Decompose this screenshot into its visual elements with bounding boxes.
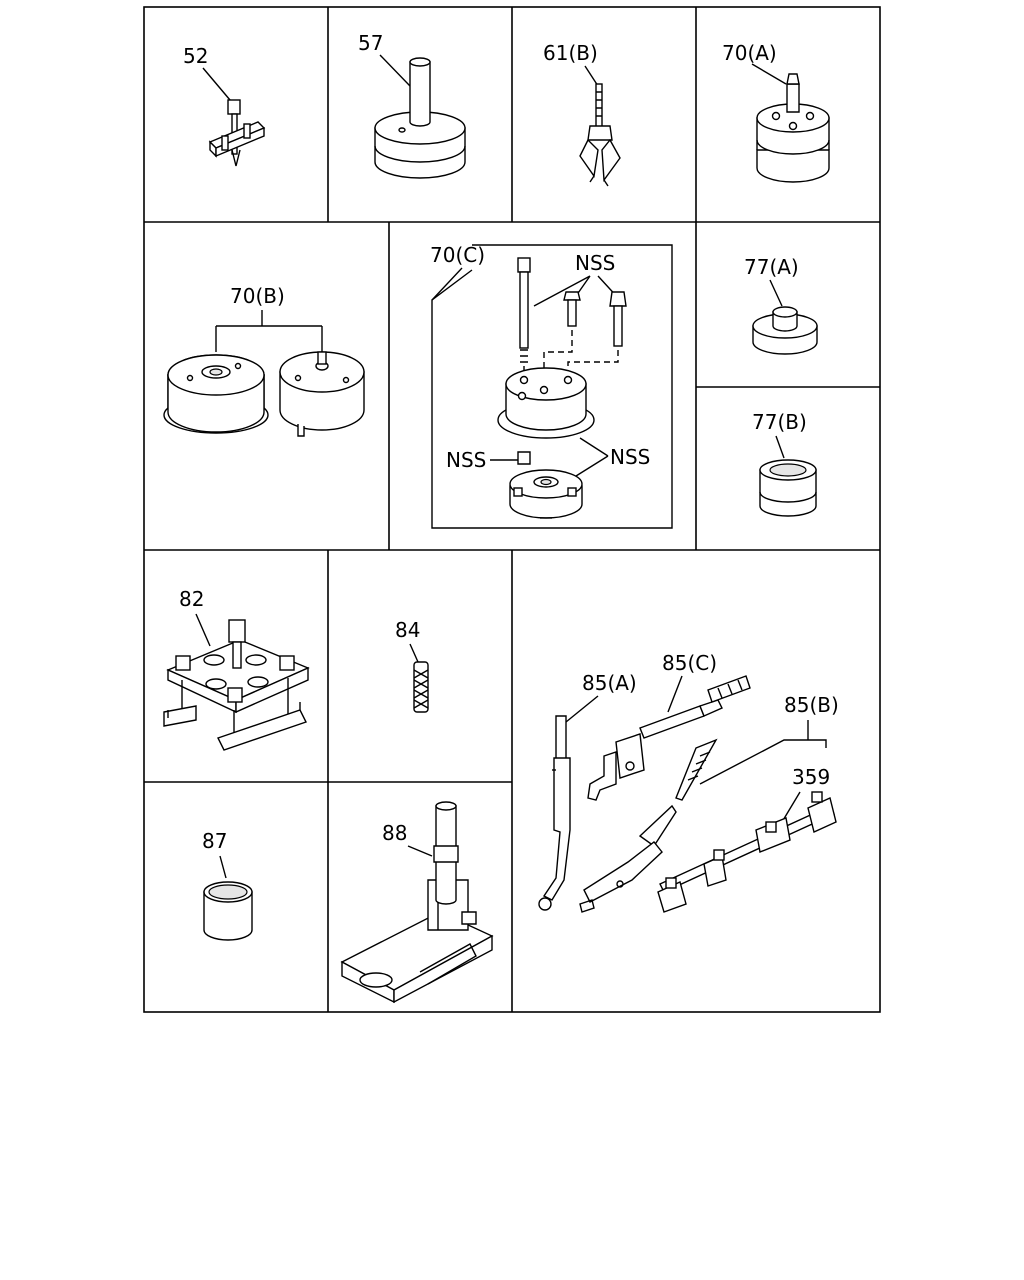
part-88: 88: [340, 801, 494, 1004]
label-77b: 77(B): [752, 410, 807, 434]
label-nss-left: NSS: [446, 448, 486, 472]
label-77a: 77(A): [744, 255, 799, 279]
part-85b: 85(B): [579, 693, 839, 913]
part-70a: 70(A): [722, 41, 830, 183]
grid-frame: [143, 6, 881, 1013]
part-57: 57: [358, 31, 466, 179]
label-52: 52: [183, 44, 208, 68]
label-61b: 61(B): [543, 41, 598, 65]
part-70b: 70(B): [163, 284, 365, 437]
part-52: 52: [183, 44, 266, 167]
label-85b: 85(B): [784, 693, 839, 717]
label-70c: 70(C): [430, 243, 485, 267]
label-57: 57: [358, 31, 383, 55]
label-70b: 70(B): [230, 284, 285, 308]
label-88: 88: [382, 821, 407, 845]
label-87: 87: [202, 829, 227, 853]
label-84: 84: [395, 618, 420, 642]
label-359: 359: [792, 765, 830, 789]
label-85c: 85(C): [662, 651, 717, 675]
part-77a: 77(A): [744, 255, 818, 355]
part-87: 87: [202, 829, 253, 941]
label-70a: 70(A): [722, 41, 777, 65]
label-82: 82: [179, 587, 204, 611]
label-85a: 85(A): [582, 671, 637, 695]
part-85c: 85(C): [587, 651, 751, 801]
part-70c: 70(C) NSS NSS NSS: [430, 243, 673, 529]
label-nss-right: NSS: [610, 445, 650, 469]
part-61b: 61(B): [543, 41, 621, 187]
part-77b: 77(B): [752, 410, 817, 517]
part-359: 359: [657, 765, 837, 913]
part-82: 82: [163, 587, 310, 751]
part-85a: 85(A): [538, 671, 637, 911]
label-nss-top: NSS: [575, 251, 615, 275]
part-84: 84: [395, 618, 429, 713]
